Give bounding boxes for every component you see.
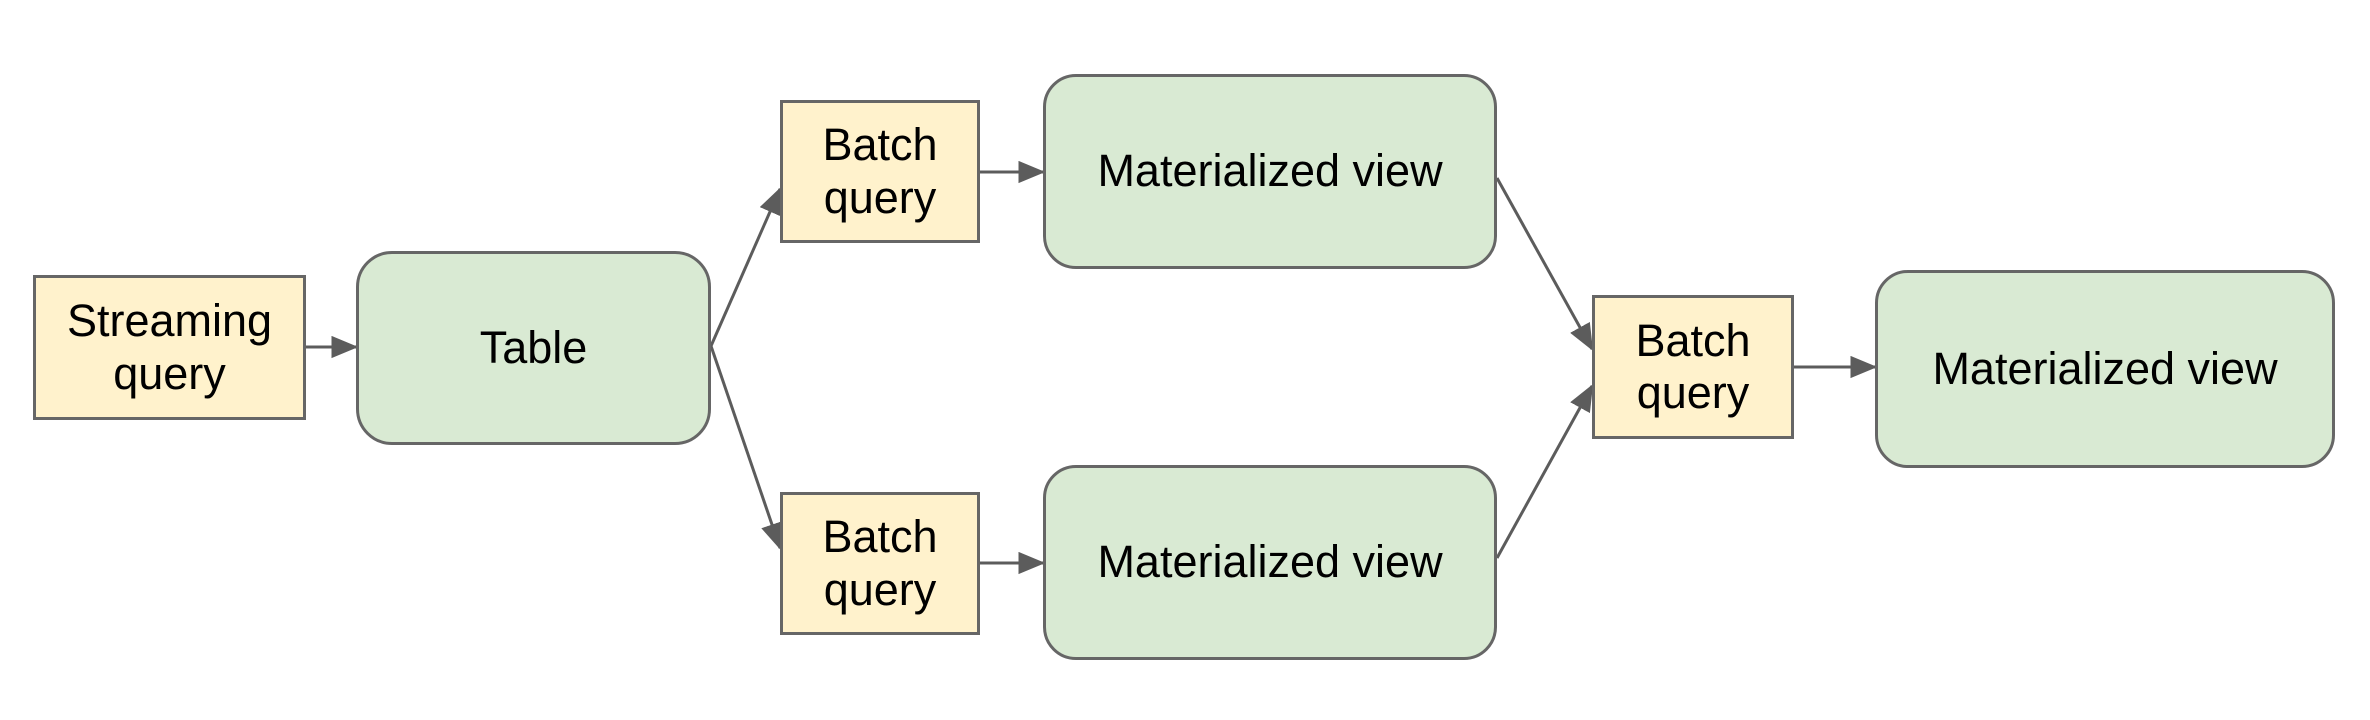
node-label: Table — [479, 321, 588, 373]
arrow-table-to-batch-top — [709, 186, 782, 347]
node-batch-query-final: Batch query — [1592, 295, 1794, 439]
node-label: Materialized view — [1932, 342, 2278, 394]
node-label: Materialized view — [1097, 145, 1443, 197]
node-table: Table — [356, 251, 711, 445]
node-batch-query-top: Batch query — [780, 100, 980, 243]
node-label: Streaming query — [66, 295, 273, 399]
arrow-mv-top-to-batch-final — [1495, 177, 1594, 351]
arrow-mv-bottom-to-batch-final — [1495, 384, 1594, 559]
node-label: Batch query — [822, 119, 938, 223]
node-label: Materialized view — [1097, 536, 1443, 588]
node-label: Batch query — [1635, 314, 1751, 418]
node-materialized-view-final: Materialized view — [1875, 270, 2335, 468]
node-materialized-view-top: Materialized view — [1043, 74, 1497, 269]
node-materialized-view-bottom: Materialized view — [1043, 465, 1497, 660]
node-label: Batch query — [822, 511, 938, 615]
arrow-table-to-batch-bottom — [709, 345, 783, 551]
node-batch-query-bottom: Batch query — [780, 492, 980, 635]
node-streaming-query: Streaming query — [33, 275, 306, 420]
